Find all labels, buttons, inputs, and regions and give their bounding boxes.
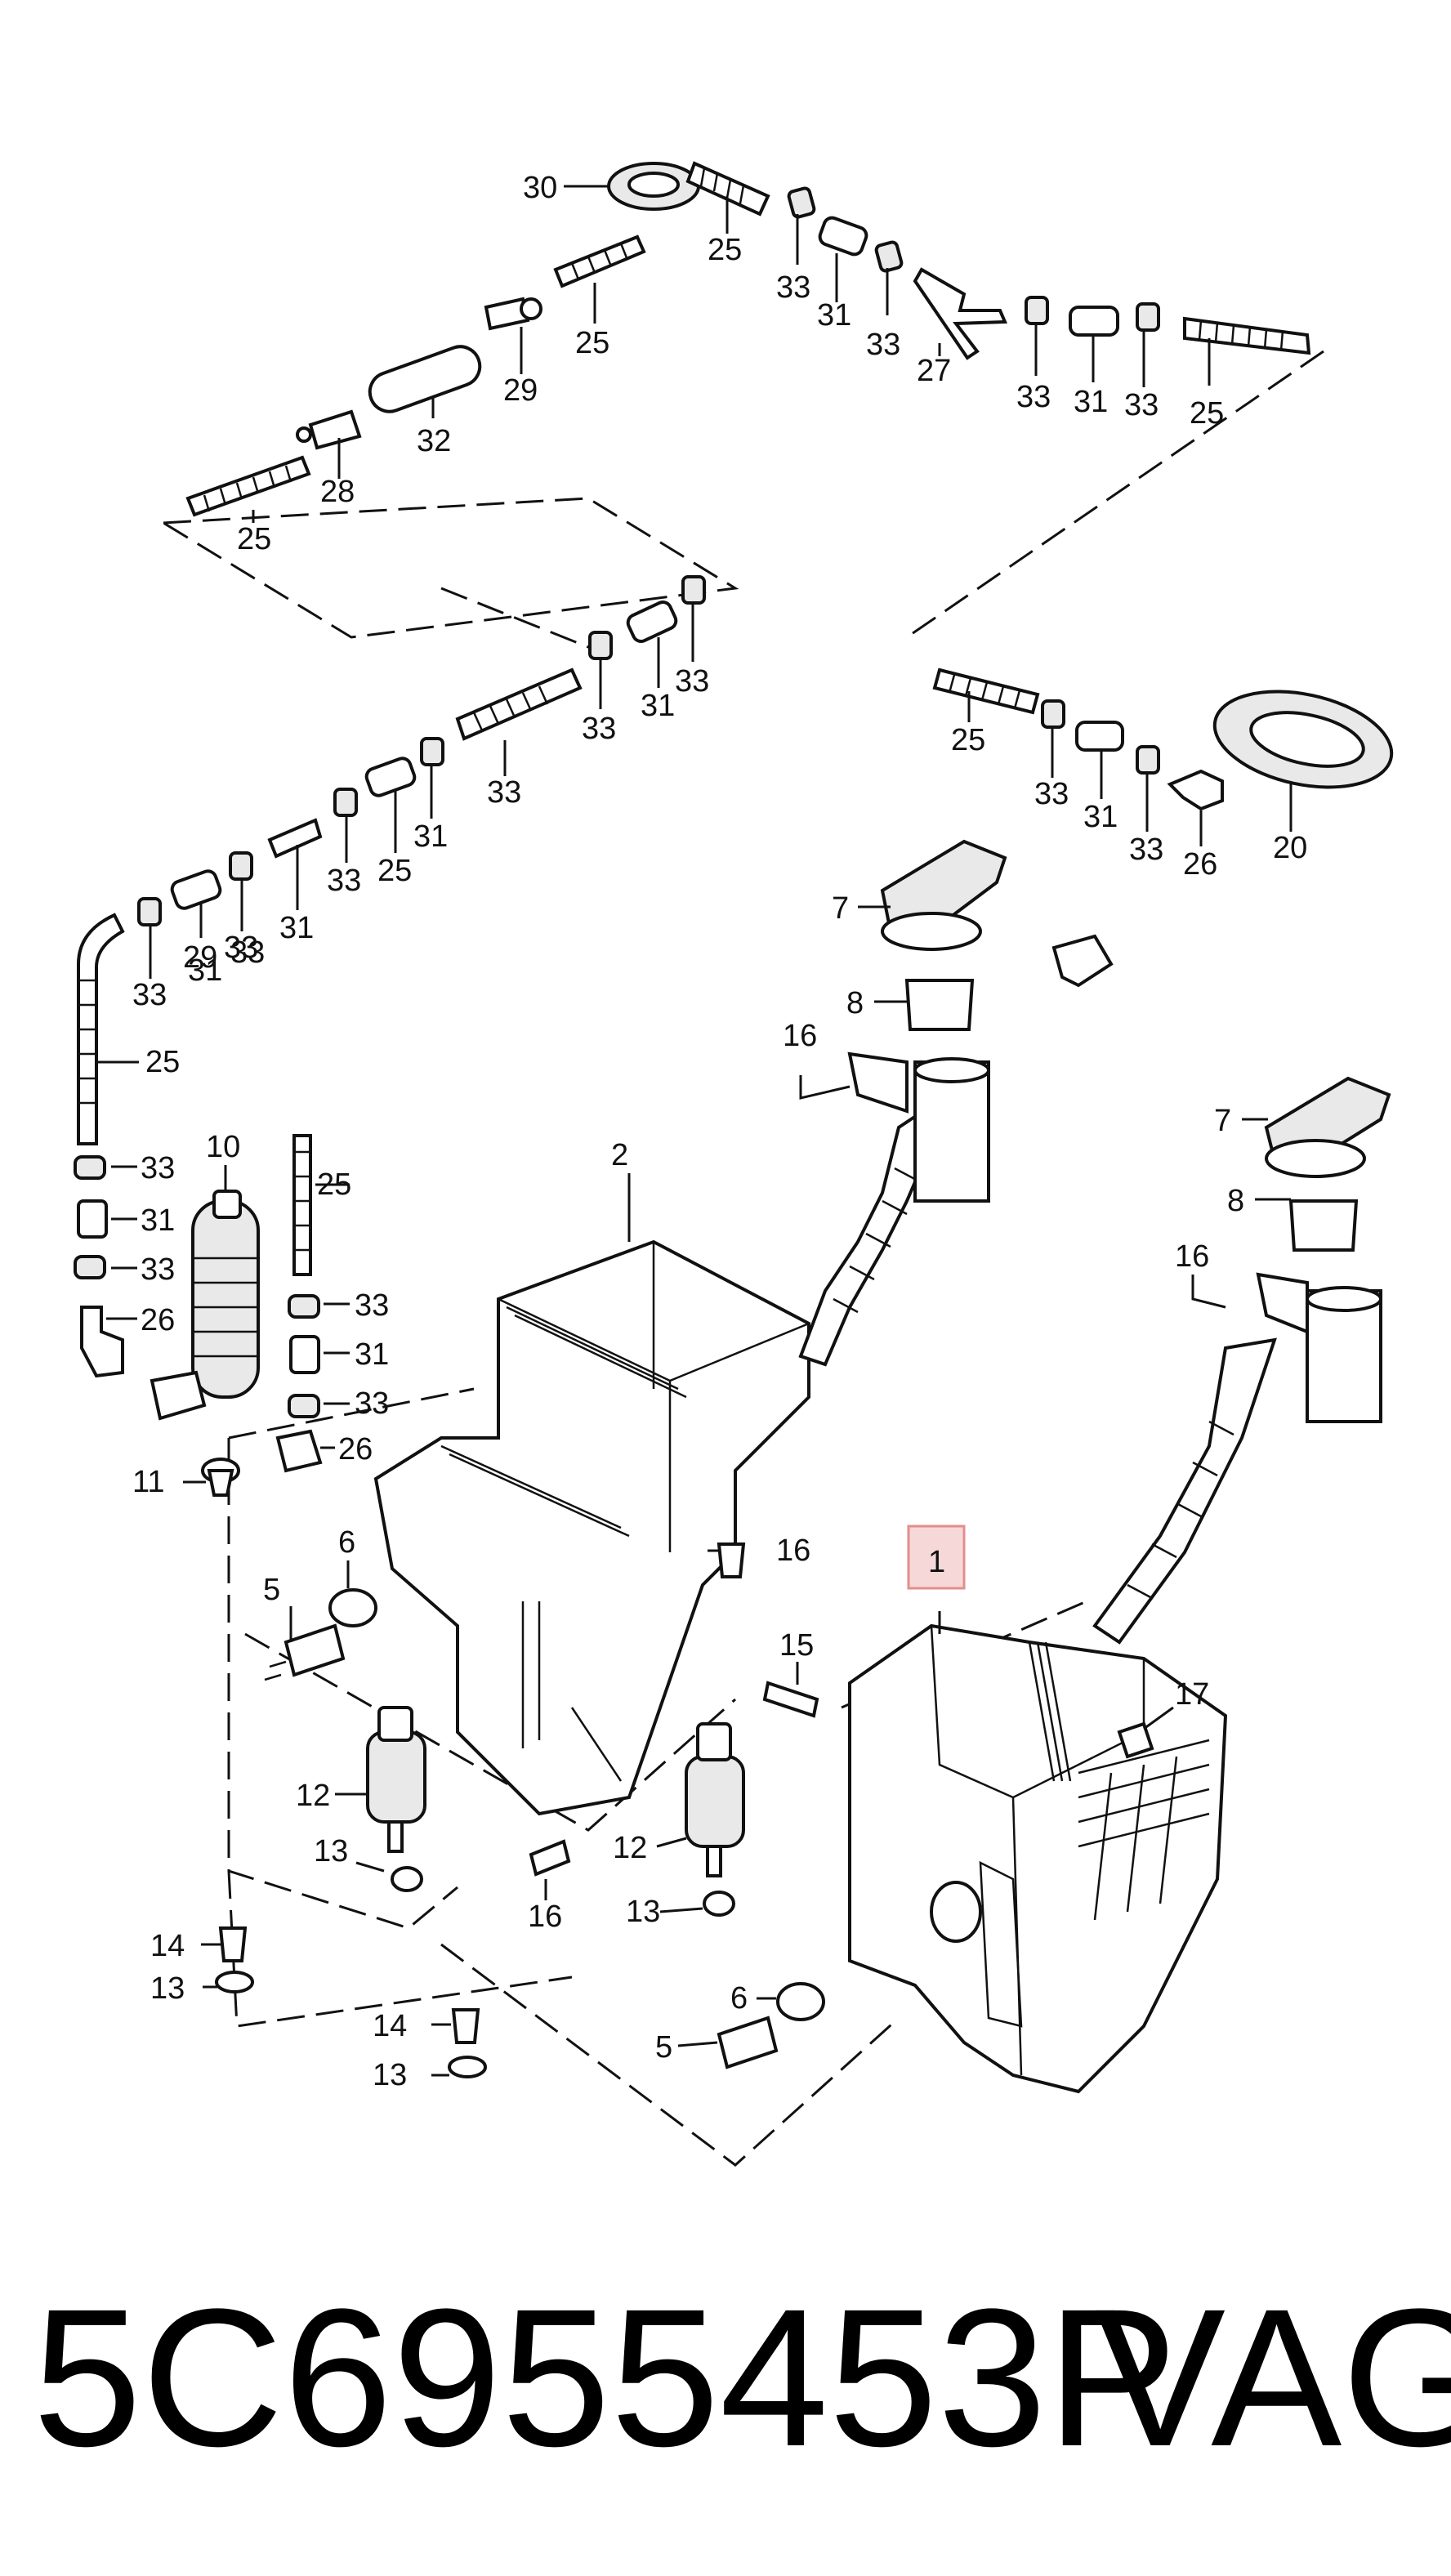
callout-label: 8 bbox=[846, 986, 864, 1020]
callout-label: 33 bbox=[355, 1288, 389, 1323]
callout-label: 25 bbox=[317, 1167, 351, 1202]
callout-label: 6 bbox=[730, 1981, 748, 2016]
callout-label: 5 bbox=[655, 2030, 672, 2065]
left-small-parts bbox=[74, 1134, 377, 1681]
highlight-box-callout-1 bbox=[907, 1525, 966, 1590]
callout-label: 16 bbox=[1175, 1239, 1209, 1274]
callout-label: 28 bbox=[320, 475, 355, 509]
callout-label: 14 bbox=[373, 2009, 407, 2043]
callout-label: 13 bbox=[150, 1971, 185, 2006]
callout-label: 29 bbox=[503, 373, 538, 408]
callout-label: 31 bbox=[355, 1337, 389, 1372]
callout-label: 31 bbox=[641, 689, 675, 723]
callout-label: 31 bbox=[413, 819, 448, 854]
callout-label: 13 bbox=[626, 1895, 660, 1929]
callout-label: 33 bbox=[355, 1386, 389, 1421]
part-number: 5C6955453P bbox=[33, 2268, 1178, 2487]
callout-label: 16 bbox=[783, 1019, 817, 1053]
callout-label: 31 bbox=[141, 1203, 175, 1238]
filler-neck-upper bbox=[847, 839, 1114, 1203]
callout-label: 32 bbox=[417, 424, 451, 458]
callout-label: 7 bbox=[832, 891, 849, 926]
callout-label: 25 bbox=[145, 1045, 180, 1079]
callout-label: 13 bbox=[314, 1834, 348, 1868]
callout-label: 33 bbox=[132, 978, 167, 1012]
brand-name: VAG bbox=[1095, 2268, 1451, 2487]
callout-label: 33 bbox=[582, 712, 616, 746]
callout-label: 33 bbox=[1124, 388, 1159, 422]
callout-label: 33 bbox=[141, 1151, 175, 1185]
callout-label: 26 bbox=[141, 1303, 175, 1337]
callout-label: 26 bbox=[1183, 847, 1217, 882]
filler-neck-lower bbox=[1092, 1076, 1391, 1645]
callout-label: 31 bbox=[279, 911, 314, 945]
callout-label: 25 bbox=[237, 522, 271, 556]
callout-label: 12 bbox=[296, 1779, 330, 1813]
callout-label: 33 bbox=[230, 935, 265, 970]
callout-label: 33 bbox=[1034, 777, 1069, 811]
callout-label: 33 bbox=[487, 775, 521, 810]
callout-label: 27 bbox=[917, 354, 951, 388]
callout-label: 15 bbox=[779, 1628, 814, 1663]
callout-labels: 30 25 33 31 33 27 33 31 33 25 25 29 32 2… bbox=[132, 171, 1307, 2092]
callout-label: 25 bbox=[951, 723, 985, 757]
callout-label: 31 bbox=[1074, 385, 1108, 419]
callout-label: 2 bbox=[611, 1138, 628, 1172]
reservoir-tank-2 bbox=[373, 1108, 934, 1816]
callout-label: 33 bbox=[675, 664, 709, 699]
callout-label: 13 bbox=[373, 2058, 407, 2092]
callout-label: 25 bbox=[1190, 396, 1224, 431]
callout-label: 1 bbox=[928, 1545, 945, 1579]
callout-label: 14 bbox=[150, 1929, 185, 1963]
callout-label: 25 bbox=[575, 326, 609, 360]
callout-label: 12 bbox=[613, 1831, 647, 1865]
callout-label: 33 bbox=[224, 931, 258, 965]
callout-label: 31 bbox=[817, 298, 851, 333]
callout-label: 16 bbox=[776, 1534, 810, 1568]
callout-label: 33 bbox=[776, 270, 810, 305]
callout-label: 33 bbox=[866, 328, 900, 362]
callout-leader-lines bbox=[98, 185, 1293, 2077]
part-number-footer: 5C6955453P VAG bbox=[33, 2268, 1451, 2487]
callout-label: 16 bbox=[528, 1900, 562, 1934]
callout-label: 8 bbox=[1227, 1184, 1244, 1218]
callout-label: 31 bbox=[188, 953, 222, 988]
callout-label: 30 bbox=[523, 171, 557, 205]
callout-label: 10 bbox=[206, 1130, 240, 1164]
callout-label: 5 bbox=[263, 1573, 280, 1607]
callout-label: 11 bbox=[132, 1465, 164, 1499]
callout-label: 7 bbox=[1214, 1104, 1231, 1138]
exploded-parts-diagram: 30 25 33 31 33 27 33 31 33 25 25 29 32 2… bbox=[74, 161, 1394, 2167]
callout-label: 17 bbox=[1175, 1677, 1209, 1712]
callout-label: 29 bbox=[183, 940, 217, 975]
washer-pumps bbox=[215, 1542, 1154, 2078]
callout-label: 31 bbox=[1083, 800, 1118, 834]
hose-assembly-top bbox=[77, 161, 1394, 1145]
callout-label: 26 bbox=[338, 1432, 373, 1467]
callout-label: 33 bbox=[141, 1252, 175, 1287]
reservoir-tank-1 bbox=[848, 1623, 1228, 2094]
callout-label: 33 bbox=[1016, 380, 1051, 414]
callout-label: 20 bbox=[1273, 831, 1307, 865]
callout-label: 33 bbox=[327, 864, 361, 898]
callout-label: 25 bbox=[708, 233, 742, 267]
callout-label: 25 bbox=[377, 854, 412, 888]
callout-label: 33 bbox=[1129, 833, 1163, 867]
callout-label: 6 bbox=[338, 1525, 355, 1560]
